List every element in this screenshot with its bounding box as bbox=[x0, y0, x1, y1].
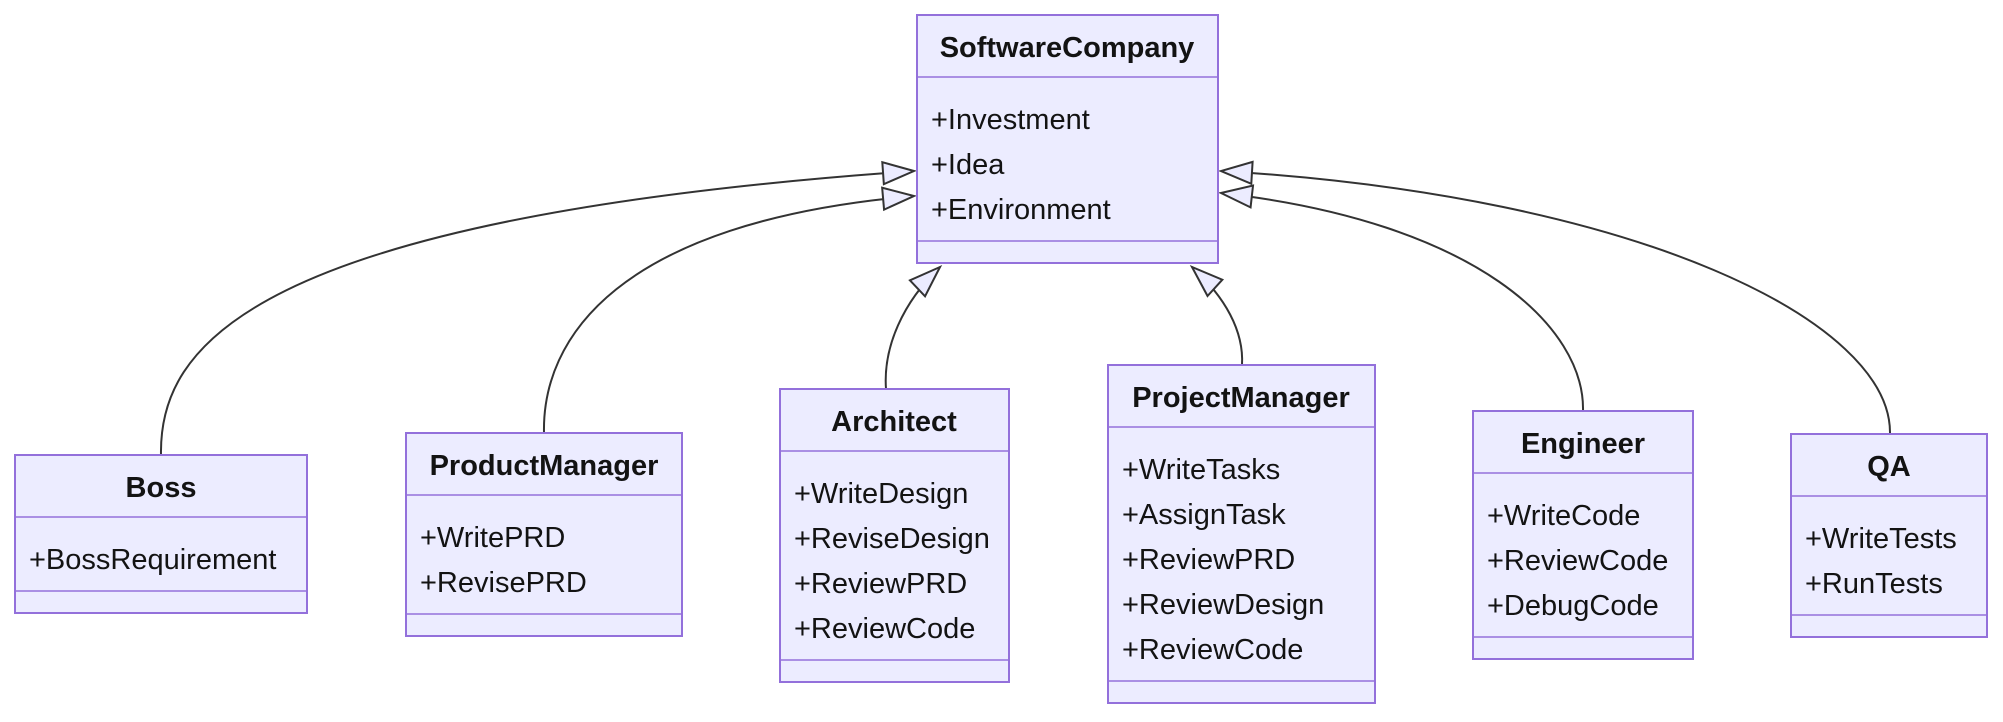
class-member: +WriteDesign bbox=[794, 478, 968, 510]
class-member: +ReviewPRD bbox=[794, 568, 967, 600]
class-member: +ReviseDesign bbox=[794, 523, 990, 555]
class-member: +Environment bbox=[931, 194, 1111, 226]
class-member: +WritePRD bbox=[420, 522, 565, 554]
class-box bbox=[1472, 410, 1694, 660]
class-engineer: Engineer +WriteCode +ReviewCode +DebugCo… bbox=[1472, 410, 1694, 660]
class-member: +AssignTask bbox=[1122, 499, 1286, 531]
class-title: Architect bbox=[831, 406, 957, 438]
class-box bbox=[1107, 364, 1376, 704]
class-boss: Boss +BossRequirement bbox=[14, 454, 308, 614]
edge-qa-inheritance bbox=[1218, 160, 1892, 435]
class-member: +ReviewCode bbox=[794, 613, 975, 645]
class-softwarecompany: SoftwareCompany +Investment +Idea +Envir… bbox=[916, 14, 1219, 264]
class-member: +WriteCode bbox=[1487, 500, 1640, 532]
class-title: ProductManager bbox=[430, 450, 659, 482]
class-title: Engineer bbox=[1521, 428, 1645, 460]
edge-boss-inheritance bbox=[159, 160, 917, 456]
class-member: +WriteTasks bbox=[1122, 454, 1280, 486]
class-box bbox=[1790, 433, 1988, 638]
class-box bbox=[405, 432, 683, 637]
class-productmanager: ProductManager +WritePRD +RevisePRD bbox=[405, 432, 683, 637]
class-projectmanager: ProjectManager +WriteTasks +AssignTask +… bbox=[1107, 364, 1376, 704]
class-title: ProjectManager bbox=[1132, 382, 1350, 414]
edge-projectmanager-inheritance bbox=[1189, 264, 1244, 366]
class-member: +Investment bbox=[931, 104, 1090, 136]
class-member: +WriteTests bbox=[1805, 523, 1957, 555]
class-qa: QA +WriteTests +RunTests bbox=[1790, 433, 1988, 638]
class-member: +RunTests bbox=[1805, 568, 1943, 600]
class-member: +BossRequirement bbox=[29, 544, 276, 576]
class-title: Boss bbox=[126, 472, 197, 504]
class-member: +RevisePRD bbox=[420, 567, 587, 599]
class-box bbox=[14, 454, 308, 614]
class-title: QA bbox=[1867, 451, 1911, 483]
edge-productmanager-inheritance bbox=[542, 186, 917, 434]
edges bbox=[159, 160, 1892, 456]
class-member: +ReviewCode bbox=[1122, 634, 1303, 666]
class-title: SoftwareCompany bbox=[940, 32, 1195, 64]
class-member: +DebugCode bbox=[1487, 590, 1659, 622]
class-architect: Architect +WriteDesign +ReviseDesign +Re… bbox=[779, 388, 1010, 683]
class-box bbox=[779, 388, 1010, 683]
class-member: +ReviewPRD bbox=[1122, 544, 1295, 576]
class-box bbox=[916, 14, 1219, 264]
class-member: +ReviewCode bbox=[1487, 545, 1668, 577]
class-member: +Idea bbox=[931, 149, 1005, 181]
class-member: +ReviewDesign bbox=[1122, 589, 1324, 621]
edge-architect-inheritance bbox=[884, 264, 943, 390]
edge-engineer-inheritance bbox=[1218, 184, 1585, 412]
